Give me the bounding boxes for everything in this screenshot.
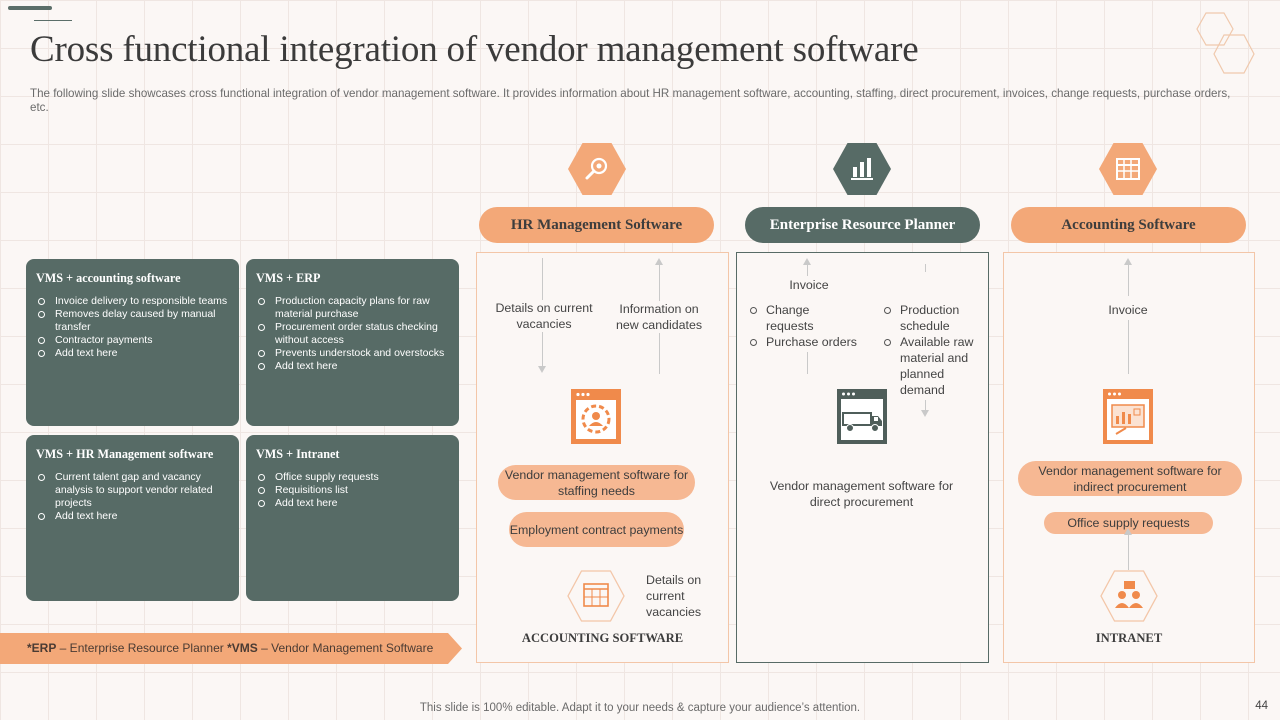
card-title: VMS + ERP <box>256 271 321 285</box>
card-item: Add text here <box>36 347 229 360</box>
card-item: Production capacity plans for raw materi… <box>256 295 449 321</box>
user-settings-icon <box>571 389 621 444</box>
page-number: 44 <box>1255 700 1268 712</box>
note-vms-abbr: *VMS <box>227 641 258 655</box>
acc-pill-indirect: Vendor management software for indirect … <box>1018 461 1242 496</box>
note-vms-text: – Vendor Management Software <box>257 641 434 655</box>
connector-line <box>925 264 926 272</box>
acc-invoice-text: Invoice <box>1108 303 1148 317</box>
spreadsheet-icon <box>1099 143 1157 195</box>
card-item: Invoice delivery to responsible teams <box>36 295 229 308</box>
erp-invoice-text: Invoice <box>789 278 829 292</box>
accounting-panel <box>1003 252 1255 663</box>
delivery-truck-icon <box>837 389 887 444</box>
label-accounting-software: ACCOUNTING SOFTWARE <box>521 631 684 645</box>
note-erp-abbr: *ERP <box>27 641 57 655</box>
erp-left-list: Change requests Purchase orders <box>748 302 878 350</box>
erp-left-item: Purchase orders <box>748 334 878 350</box>
connector-line <box>1128 534 1129 570</box>
card-vms-erp: VMS + ERP Production capacity plans for … <box>246 259 459 426</box>
hr-pill-staffing: Vendor management software for staffing … <box>498 465 695 500</box>
monitor-chart-icon <box>1103 389 1153 444</box>
connector-line <box>1128 320 1129 374</box>
header-erp: Enterprise Resource Planner <box>745 207 980 243</box>
connector-line <box>925 400 926 410</box>
page-subtitle: The following slide showcases cross func… <box>30 87 1231 114</box>
erp-panel <box>736 252 989 663</box>
arrow-down <box>538 366 546 373</box>
arrow-up <box>803 258 811 265</box>
erp-caption: Vendor management software for direct pr… <box>769 479 954 509</box>
decor-bar <box>8 6 52 10</box>
arrow-up <box>655 258 663 265</box>
erp-right-item: Production schedule <box>882 302 972 334</box>
card-item: Add text here <box>256 360 449 373</box>
chart-icon <box>833 143 891 195</box>
erp-right-item: Available raw material and planned deman… <box>882 334 978 398</box>
card-item: Current talent gap and vacancy analysis … <box>36 471 229 510</box>
card-vms-accounting: VMS + accounting software Invoice delive… <box>26 259 239 426</box>
card-item: Removes delay caused by manual transfer <box>36 308 229 334</box>
card-item: Procurement order status checking withou… <box>256 321 449 347</box>
card-vms-intranet: VMS + Intranet Office supply requests Re… <box>246 435 459 601</box>
card-item: Contractor payments <box>36 334 229 347</box>
note-erp-text: – Enterprise Resource Planner <box>56 641 228 655</box>
arrow-down <box>921 410 929 417</box>
card-title: VMS + accounting software <box>36 271 181 285</box>
connector-line <box>807 264 808 276</box>
card-item: Add text here <box>36 510 229 523</box>
card-item: Add text here <box>256 497 449 510</box>
hr-right-text: Information on new candidates <box>612 301 706 333</box>
hr-left-text: Details on current vacancies <box>488 300 600 332</box>
acc-pill-office: Office supply requests <box>1044 512 1213 534</box>
card-item: Office supply requests <box>256 471 449 484</box>
erp-left-item: Change requests <box>748 302 818 334</box>
page-title: Cross functional integration of vendor m… <box>30 29 919 70</box>
hr-details-text: Details on current vacancies <box>646 573 702 619</box>
calendar-icon <box>567 570 625 622</box>
card-item: Prevents understock and overstocks <box>256 347 449 360</box>
search-gear-icon <box>568 143 626 195</box>
team-icon <box>1100 570 1158 622</box>
card-title: VMS + HR Management software <box>36 447 214 461</box>
arrow-up <box>1124 258 1132 265</box>
label-intranet: INTRANET <box>1095 631 1163 645</box>
connector-line <box>1128 264 1129 296</box>
hr-pill-payments: Employment contract payments <box>509 512 684 547</box>
header-accounting: Accounting Software <box>1011 207 1246 243</box>
abbreviation-note: *ERP – Enterprise Resource Planner *VMS … <box>0 633 462 664</box>
hexagon-decor-icon <box>1196 12 1255 74</box>
decor-line <box>34 20 72 21</box>
erp-right-list: Production schedule Available raw materi… <box>882 302 982 398</box>
card-vms-hr: VMS + HR Management software Current tal… <box>26 435 239 601</box>
footer-text: This slide is 100% editable. Adapt it to… <box>419 702 861 714</box>
arrow-up <box>1124 528 1132 535</box>
connector-line <box>807 352 808 374</box>
header-hr-management: HR Management Software <box>479 207 714 243</box>
card-title: VMS + Intranet <box>256 447 340 461</box>
card-item: Requisitions list <box>256 484 449 497</box>
